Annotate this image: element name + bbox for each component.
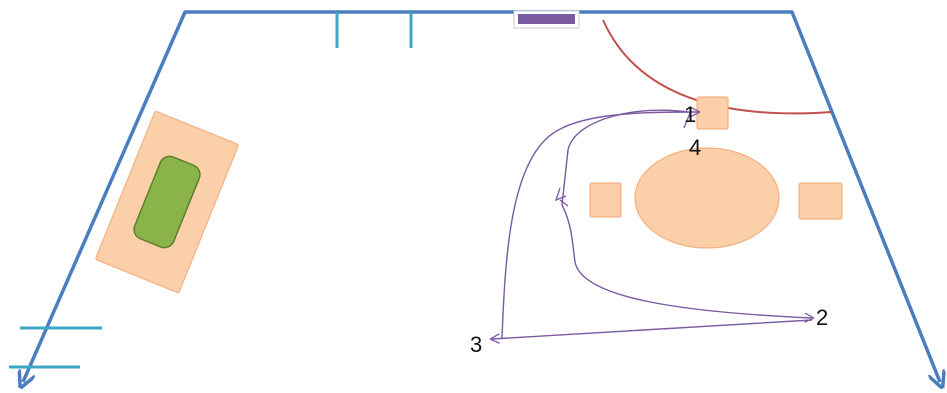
table-icon bbox=[634, 147, 780, 249]
point-label-4: 4 bbox=[689, 135, 701, 160]
chair-top-icon bbox=[696, 96, 729, 130]
path-arrow-mark-upper bbox=[554, 187, 567, 202]
room-walls bbox=[23, 10, 940, 382]
sofa-group bbox=[95, 110, 239, 294]
point-label-3: 3 bbox=[470, 332, 482, 357]
path-2-to-3 bbox=[492, 319, 813, 339]
path-1-to-2 bbox=[561, 109, 812, 318]
path-arrow-mark-lower bbox=[559, 199, 569, 207]
chair-left-icon bbox=[589, 182, 622, 218]
rug-icon bbox=[133, 155, 201, 249]
window-icon bbox=[518, 14, 575, 24]
chair-right-icon bbox=[798, 182, 843, 220]
path-tick-near-1 bbox=[683, 112, 691, 129]
door-swing-arc-icon bbox=[602, 19, 833, 115]
point-label-2: 2 bbox=[816, 305, 828, 330]
path-3-to-1 bbox=[501, 112, 698, 339]
point-label-1: 1 bbox=[684, 102, 696, 127]
